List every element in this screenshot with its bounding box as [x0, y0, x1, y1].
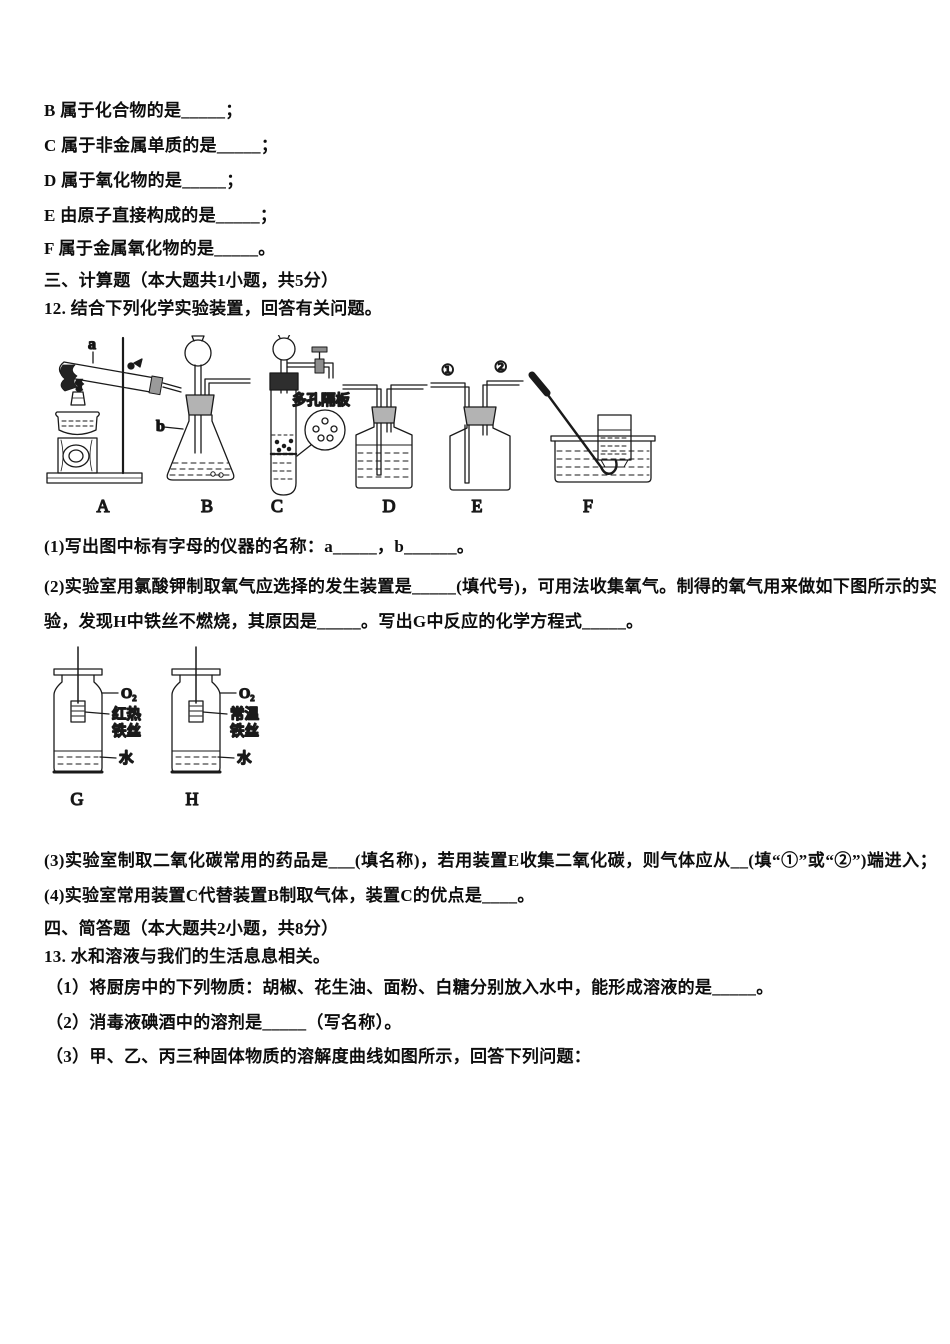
apparatus-letter-b: B — [201, 496, 213, 515]
iron-wire-coil — [70, 700, 86, 723]
q12-part-2-line-1: (2)实验室用氯酸钾制取氧气应选择的发生装置是_____(填代号)，可用法收集氧… — [44, 577, 937, 596]
apparatus-letter-c: C — [271, 496, 283, 515]
bottle-g-diagram: O₂ 红热 铁丝 水 G — [52, 646, 142, 810]
stopper — [185, 394, 215, 416]
rubber-stopper — [269, 372, 299, 391]
wood-block — [57, 437, 98, 474]
q12-part-1: (1)写出图中标有字母的仪器的名称：a_____，b______。 — [44, 537, 475, 556]
delivery-tube — [543, 389, 618, 475]
inverted-bottle — [597, 414, 632, 461]
reaction-tube — [270, 389, 297, 496]
q12-stem: 12. 结合下列化学实验装置，回答有关问题。 — [44, 299, 383, 318]
q13-stem: 13. 水和溶液与我们的生活息息相关。 — [44, 947, 331, 966]
q13-part-3: （3）甲、乙、丙三种固体物质的溶解度曲线如图所示，回答下列问题： — [46, 1047, 592, 1066]
water-trough — [554, 440, 652, 483]
port-2-label: ② — [494, 360, 507, 376]
q11-line-c: C 属于非金属单质的是_____； — [44, 136, 279, 155]
section-4-heading: 四、简答题（本大题共2小题，共8分） — [44, 919, 339, 938]
gh-figure: O₂ 红热 铁丝 水 G O₂ 常温 铁丝 — [52, 646, 260, 810]
iron-wire-coil — [188, 700, 204, 723]
label-a: a — [88, 336, 96, 353]
bottle-h-letter: H — [186, 789, 199, 809]
bottle-g-o2-label: O₂ — [121, 686, 137, 702]
label-b: b — [156, 418, 165, 435]
bottle-g-wire-label-1: 红热 — [112, 705, 141, 723]
stopcock-valve — [314, 358, 325, 374]
q12-part-2-line-2: 验，发现H中铁丝不燃烧，其原因是_____。写出G中反应的化学方程式_____。 — [44, 612, 644, 631]
bottle-g-letter: G — [71, 789, 84, 809]
apparatus-letter-f: F — [583, 496, 593, 515]
collection-bottle — [449, 424, 511, 491]
q13-part-1: （1）将厨房中的下列物质：胡椒、花生油、面粉、白糖分别放入水中，能形成溶液的是_… — [46, 978, 774, 997]
alcohol-lamp — [55, 391, 100, 436]
apparatus-letter-e: E — [472, 496, 483, 515]
q12-part-4: (4)实验室常用装置C代替装置B制取气体，装置C的优点是____。 — [44, 886, 535, 905]
apparatus-b-diagram: b — [155, 335, 251, 481]
port-1-label: ① — [441, 363, 454, 379]
q11-line-e: E 由原子直接构成的是_____； — [44, 206, 278, 225]
apparatus-e-diagram: ① ② — [430, 359, 524, 491]
q12-part-3: (3)实验室制取二氧化碳常用的药品是___(填名称)，若用装置E收集二氧化碳，则… — [44, 851, 937, 870]
tube-clamp — [60, 364, 78, 392]
apparatus-letter-d: D — [383, 496, 396, 515]
q13-part-2: （2）消毒液碘酒中的溶剂是_____（写名称）。 — [46, 1013, 402, 1032]
apparatus-a-diagram: a — [46, 335, 182, 484]
bottle-h-water-label: 水 — [237, 749, 252, 767]
bottle-h-o2-label: O₂ — [239, 686, 255, 702]
bottle-g-wire-label-2: 铁丝 — [112, 722, 141, 740]
q11-line-b: B 属于化合物的是_____； — [44, 101, 243, 120]
bottle-h-wire-label-2: 铁丝 — [230, 722, 259, 740]
tube-grip — [528, 371, 551, 397]
bottle-g-water-label: 水 — [119, 749, 134, 767]
q11-line-f: F 属于金属氧化物的是_____。 — [44, 239, 276, 258]
apparatus-c-diagram: 多孔隔板 — [269, 335, 351, 496]
stopper — [463, 406, 497, 426]
porous-plate-zoom — [296, 409, 346, 457]
apparatus-d-diagram — [342, 384, 428, 489]
flame — [74, 378, 85, 393]
apparatus-f-diagram — [528, 371, 656, 483]
bottle-h-wire-label-1: 常温 — [230, 705, 259, 723]
wash-bottle — [355, 422, 413, 489]
apparatus-letter-a: A — [97, 496, 110, 515]
q11-line-d: D 属于氧化物的是_____； — [44, 171, 244, 190]
bottle-h-diagram: O₂ 常温 铁丝 水 H — [170, 646, 260, 810]
conical-flask — [166, 414, 235, 481]
section-3-heading: 三、计算题（本大题共1小题，共5分） — [44, 271, 339, 290]
porous-plate-label: 多孔隔板 — [292, 391, 350, 409]
stopper — [371, 406, 397, 424]
apparatus-figure: a — [46, 335, 656, 515]
